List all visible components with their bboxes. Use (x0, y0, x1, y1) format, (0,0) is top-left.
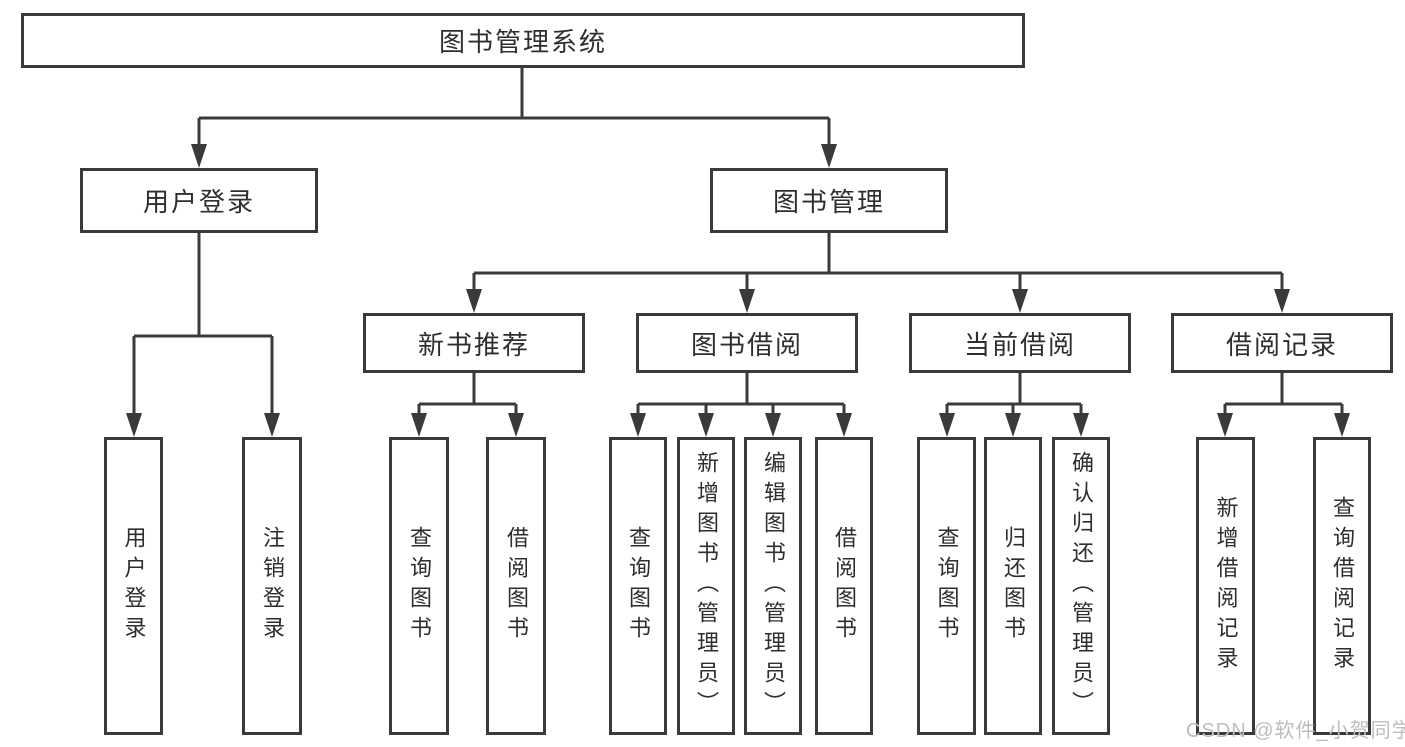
arrowhead (1012, 289, 1028, 313)
connector-borrow-records (1217, 373, 1350, 437)
arrowhead (411, 413, 427, 437)
arrowhead (1274, 289, 1290, 313)
connector-new-book-recommend (411, 373, 524, 437)
leaf-user-login: 用户登录 (104, 437, 163, 735)
arrowhead (630, 413, 646, 437)
connector-book-borrow (630, 373, 852, 437)
arrowhead (821, 144, 837, 168)
leaf-records-query: 查询借阅记录 (1313, 437, 1371, 735)
arrowhead (1073, 413, 1089, 437)
arrowhead (836, 413, 852, 437)
arrowhead (264, 413, 280, 437)
connector-book-management (466, 233, 1290, 313)
leaf-newbook-query: 查询图书 (389, 437, 449, 735)
arrowhead (939, 413, 955, 437)
node-book-borrow: 图书借阅 (636, 313, 858, 373)
node-book-management: 图书管理 (710, 168, 948, 233)
connector-root (191, 68, 837, 168)
arrowhead (126, 413, 142, 437)
leaf-newbook-borrow: 借阅图书 (486, 437, 546, 735)
arrowhead (191, 144, 207, 168)
connector-current-borrow (939, 373, 1089, 437)
leaf-borrow-add: 新增图书（管理员） (677, 437, 735, 735)
arrowhead (508, 413, 524, 437)
node-user-login: 用户登录 (80, 168, 318, 233)
leaf-borrow-borrow: 借阅图书 (815, 437, 873, 735)
arrowhead (466, 289, 482, 313)
leaf-logout: 注销登录 (242, 437, 302, 735)
node-current-borrow: 当前借阅 (909, 313, 1131, 373)
node-new-book-recommend: 新书推荐 (363, 313, 585, 373)
leaf-current-confirm: 确认归还（管理员） (1052, 437, 1110, 735)
leaf-borrow-edit: 编辑图书（管理员） (744, 437, 802, 735)
connector-user-login (126, 233, 280, 437)
node-borrow-records: 借阅记录 (1171, 313, 1393, 373)
leaf-records-add: 新增借阅记录 (1196, 437, 1255, 735)
leaf-current-query: 查询图书 (917, 437, 976, 735)
arrowhead (765, 413, 781, 437)
arrowhead (1217, 413, 1233, 437)
arrowhead (739, 289, 755, 313)
arrowhead (1334, 413, 1350, 437)
leaf-borrow-query: 查询图书 (609, 437, 667, 735)
arrowhead (698, 413, 714, 437)
arrowhead (1005, 413, 1021, 437)
leaf-current-return: 归还图书 (984, 437, 1042, 735)
node-root: 图书管理系统 (21, 13, 1025, 68)
